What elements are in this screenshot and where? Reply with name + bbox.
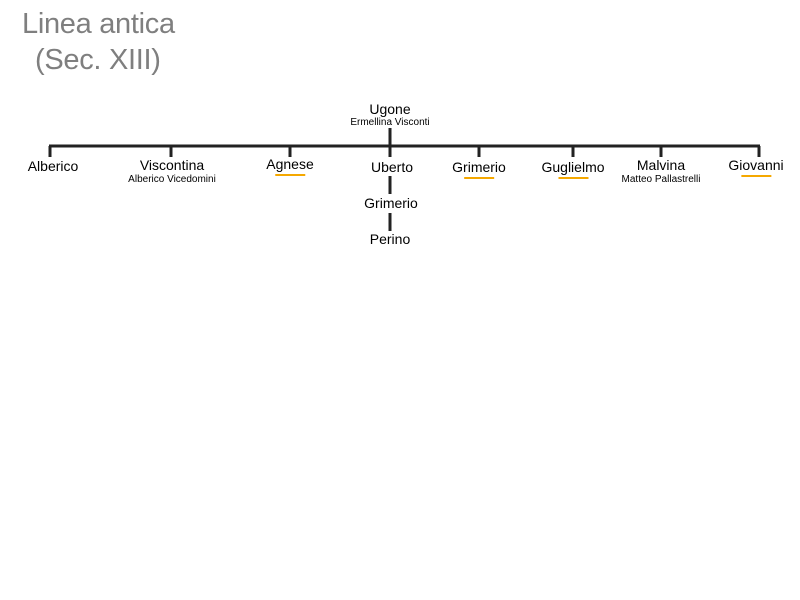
child-node-agnese: Agnese — [266, 156, 314, 176]
diagram-title: Linea antica (Sec. XIII) — [22, 6, 198, 78]
child-node-giovanni: Giovanni — [728, 157, 784, 177]
child-name: Grimerio — [452, 159, 506, 175]
descendant-node-perino: Perino — [370, 231, 410, 247]
child-node-uberto: Uberto — [371, 159, 413, 175]
descendant-name: Grimerio — [364, 195, 418, 211]
child-node-alberico: Alberico — [28, 158, 79, 174]
child-node-viscontina: Viscontina Alberico Vicedomini — [128, 157, 216, 186]
highlight-underline — [558, 177, 588, 179]
child-spouse: Alberico Vicedomini — [128, 174, 216, 185]
title-line-1: Linea antica — [22, 8, 175, 40]
child-name: Viscontina — [139, 157, 205, 173]
child-node-malvina: Malvina Matteo Pallastrelli — [622, 157, 701, 186]
highlight-underline — [274, 174, 305, 176]
child-name: Alberico — [27, 158, 79, 174]
child-name: Uberto — [370, 159, 414, 175]
descendant-name: Perino — [369, 231, 411, 247]
child-node-guglielmo: Guglielmo — [541, 159, 605, 179]
child-node-grimerio: Grimerio — [452, 159, 506, 179]
child-spouse: Matteo Pallastrelli — [621, 174, 701, 185]
root-node: Ugone Ermellina Visconti — [350, 101, 429, 129]
highlight-underline — [740, 175, 771, 177]
child-name: Giovanni — [728, 157, 784, 173]
root-name: Ugone — [369, 101, 411, 117]
descendant-node-grimerio: Grimerio — [364, 195, 418, 211]
highlight-underline — [463, 177, 494, 179]
child-name: Malvina — [636, 157, 686, 173]
child-name: Agnese — [266, 156, 314, 172]
child-name: Guglielmo — [541, 159, 605, 175]
title-line-2: (Sec. XIII) — [35, 44, 161, 76]
root-spouse: Ermellina Visconti — [350, 117, 430, 128]
